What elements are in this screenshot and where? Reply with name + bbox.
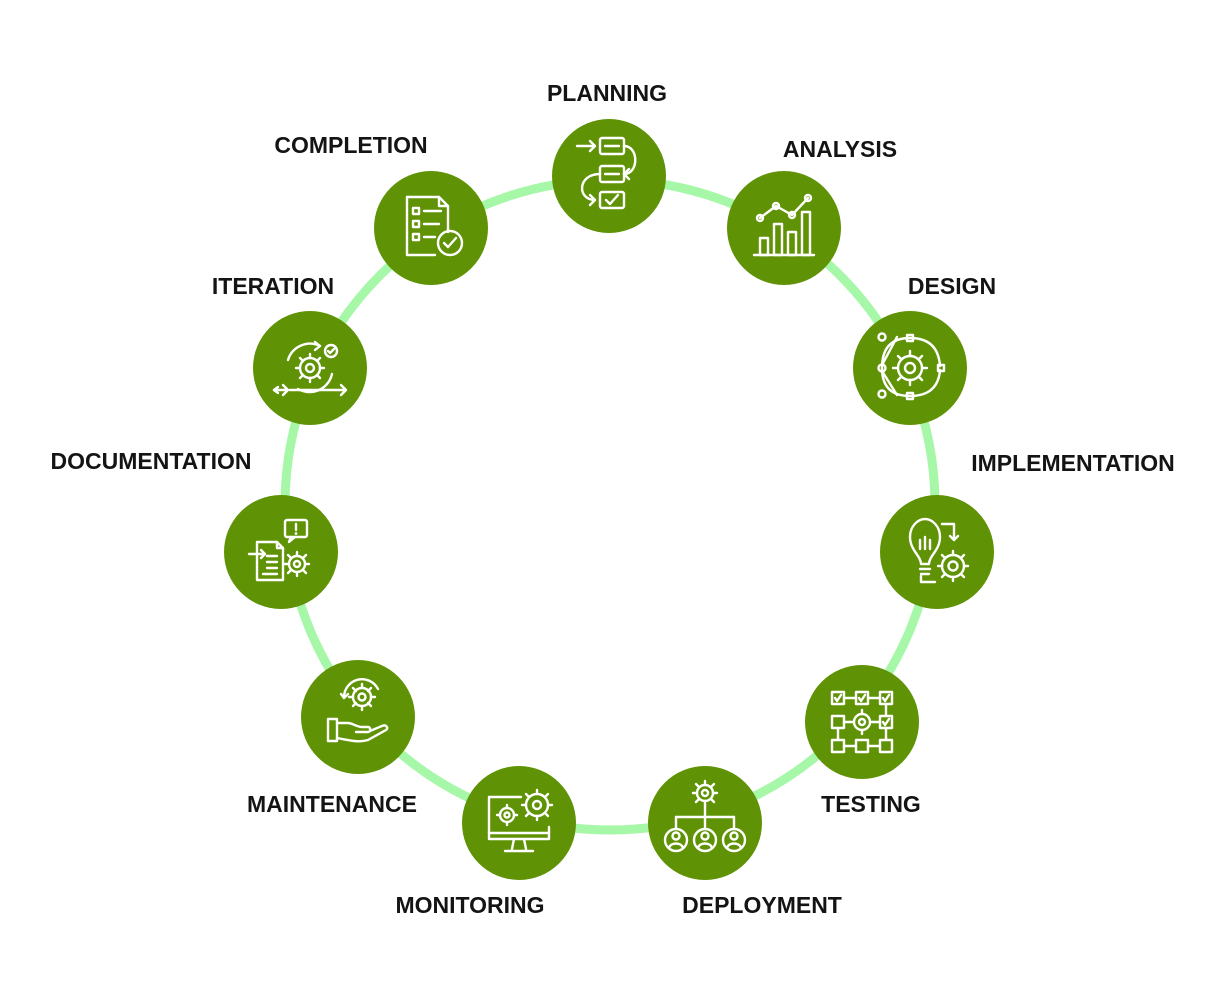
stage-implementation-circle: [880, 495, 994, 609]
stage-design: DESIGN: [853, 273, 996, 425]
stage-completion: COMPLETION: [274, 132, 488, 285]
stage-analysis-circle: [727, 171, 841, 285]
flowchart-icon: [575, 136, 637, 210]
stage-testing-circle: [805, 665, 919, 779]
checklist-document-icon: [405, 195, 464, 257]
stage-maintenance: MAINTENANCE: [247, 660, 417, 817]
bar-chart-trend-icon: [752, 193, 816, 257]
stage-planning: PLANNING: [547, 80, 667, 233]
stage-testing-label: TESTING: [821, 791, 921, 817]
stage-monitoring-label: MONITORING: [395, 892, 544, 918]
stage-maintenance-circle: [301, 660, 415, 774]
stage-analysis: ANALYSIS: [727, 136, 897, 285]
stage-deployment-label: DEPLOYMENT: [682, 892, 842, 918]
monitor-gears-icon: [487, 788, 554, 853]
checklist-gear-flow-icon: [830, 690, 894, 754]
stage-analysis-label: ANALYSIS: [783, 136, 897, 162]
stage-testing: TESTING: [805, 665, 921, 817]
cycle-gear-icon: [272, 340, 348, 397]
stage-deployment: DEPLOYMENT: [648, 766, 842, 918]
stage-design-circle: [853, 311, 967, 425]
stage-iteration-label: ITERATION: [212, 273, 334, 299]
hand-gear-icon: [326, 678, 389, 743]
stage-planning-circle: [552, 119, 666, 233]
stage-monitoring-circle: [462, 766, 576, 880]
stage-completion-label: COMPLETION: [274, 132, 427, 158]
stage-completion-circle: [374, 171, 488, 285]
stage-iteration: ITERATION: [212, 273, 367, 425]
lightbulb-gear-icon: [908, 517, 970, 584]
stage-documentation-label: DOCUMENTATION: [50, 448, 251, 474]
stage-implementation: IMPLEMENTATION: [880, 450, 1175, 609]
stage-planning-label: PLANNING: [547, 80, 667, 106]
stage-maintenance-label: MAINTENANCE: [247, 791, 417, 817]
document-gear-alert-icon: [247, 518, 311, 582]
stage-design-label: DESIGN: [908, 273, 996, 299]
stage-implementation-label: IMPLEMENTATION: [971, 450, 1175, 476]
stage-documentation-circle: [224, 495, 338, 609]
stage-iteration-circle: [253, 311, 367, 425]
gear-people-hierarchy-icon: [663, 779, 747, 853]
gear-vector-design-icon: [877, 332, 946, 401]
stage-documentation: DOCUMENTATION: [50, 448, 338, 609]
stage-monitoring: MONITORING: [395, 766, 576, 918]
